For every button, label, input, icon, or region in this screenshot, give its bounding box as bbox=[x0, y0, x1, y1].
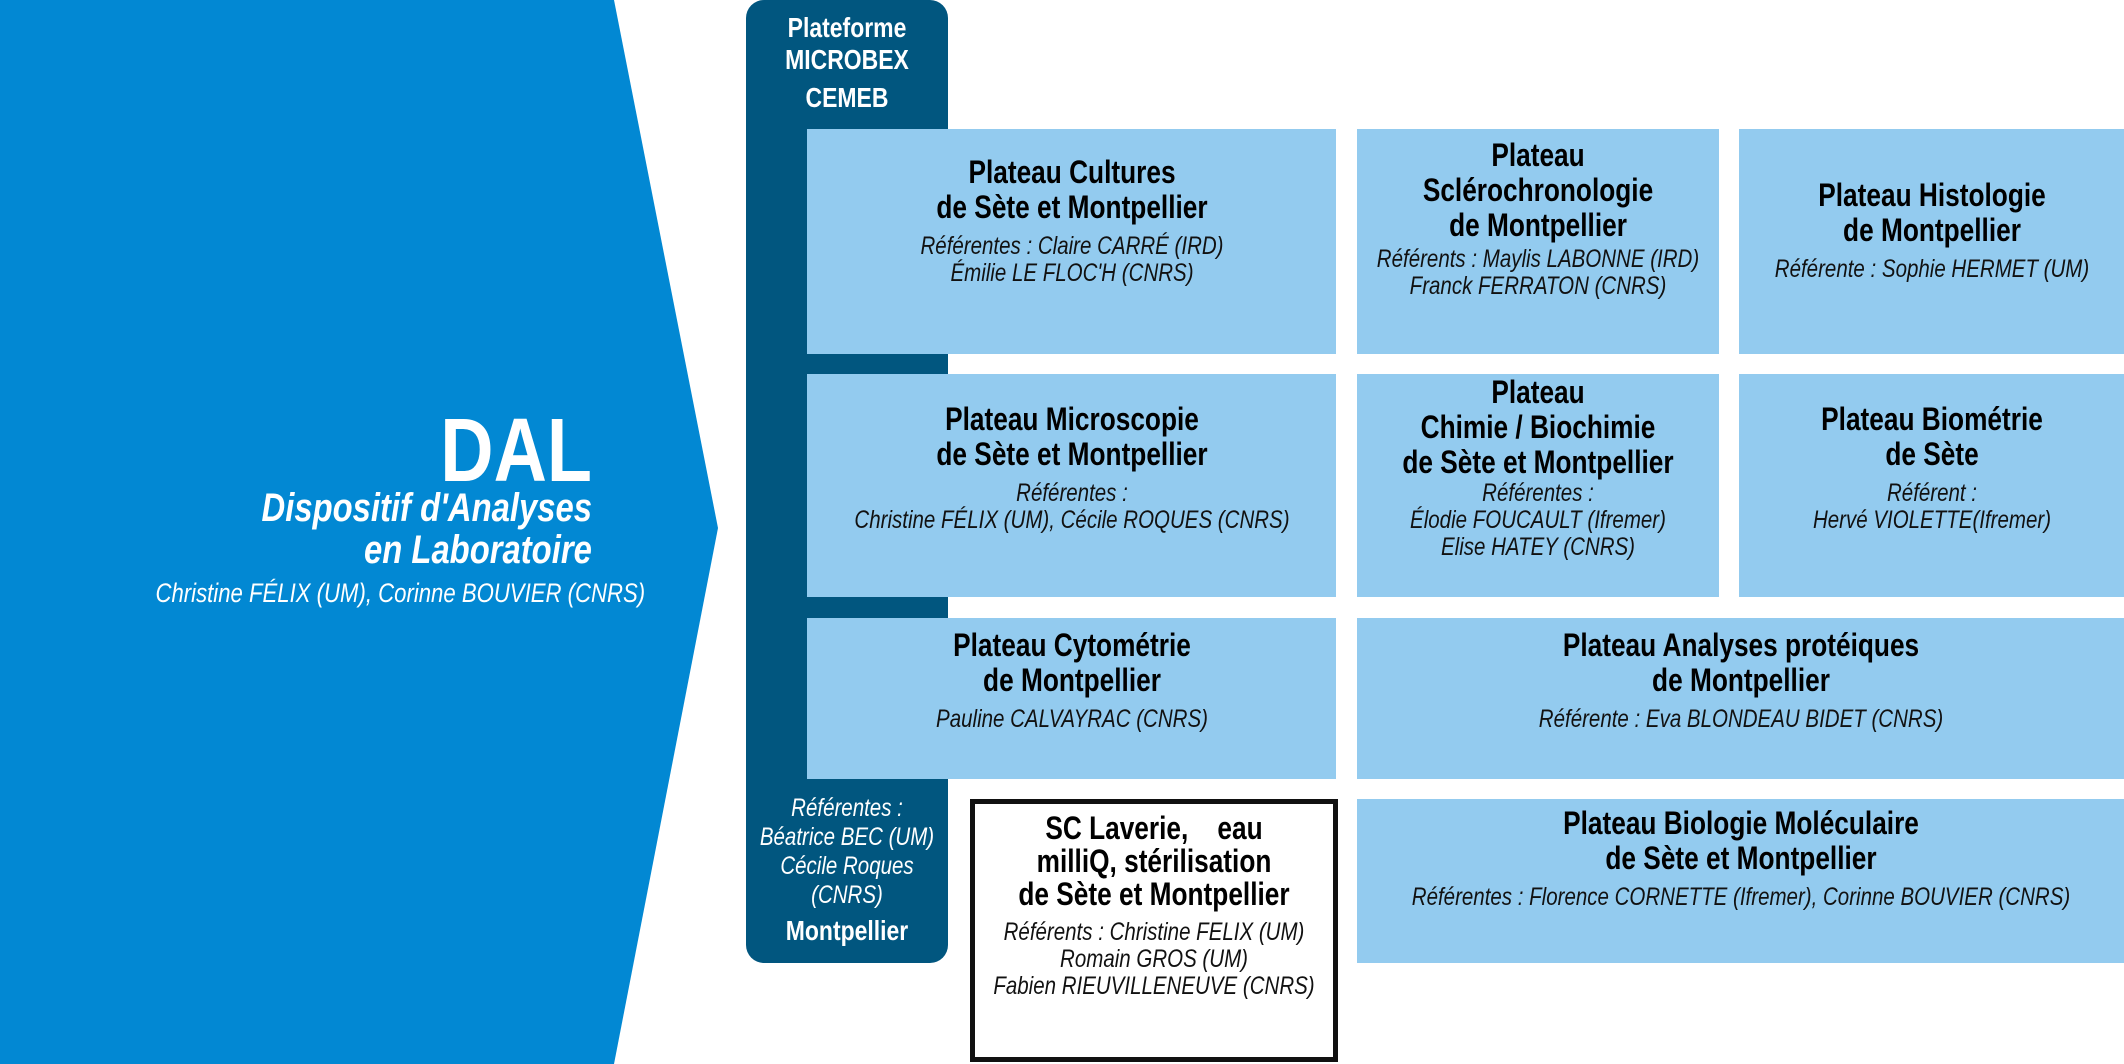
plateau-referents: Elise HATEY (CNRS) bbox=[1440, 533, 1636, 561]
plateau-title: de Montpellier bbox=[1651, 662, 1830, 698]
dal-acronym: DAL bbox=[440, 401, 592, 501]
service-title: SC Laverie, eau bbox=[1045, 810, 1263, 846]
plateau-referents: Élodie FOUCAULT (Ifremer) bbox=[1410, 506, 1666, 534]
plateau-title: Chimie / Biochimie bbox=[1420, 409, 1656, 445]
plateau-biologie-moleculaire: Plateau Biologie Moléculaire de Sète et … bbox=[1357, 799, 2124, 963]
plateau-cultures: Plateau Cultures de Sète et Montpellier … bbox=[807, 129, 1336, 354]
platform-ref-1: Référentes : bbox=[791, 794, 903, 822]
platform-ref-2: Béatrice BEC (UM) bbox=[759, 823, 935, 851]
plateau-microscopie: Plateau Microscopie de Sète et Montpelli… bbox=[807, 374, 1336, 597]
platform-title-3: CEMEB bbox=[805, 82, 889, 113]
plateau-title: de Sète et Montpellier bbox=[935, 189, 1208, 225]
plateau-referents: Référente : Eva BLONDEAU BIDET (CNRS) bbox=[1538, 705, 1943, 733]
dal-name-line-2: en Laboratoire bbox=[364, 528, 592, 572]
plateau-analyses-proteiques: Plateau Analyses protéiques de Montpelli… bbox=[1357, 618, 2124, 779]
platform-site: Montpellier bbox=[785, 915, 909, 946]
plateau-title: Plateau Biologie Moléculaire bbox=[1562, 805, 1919, 841]
service-title: de Sète et Montpellier bbox=[1018, 876, 1290, 912]
plateau-referents: Référentes : Claire CARRÉ (IRD) bbox=[919, 232, 1224, 260]
dal-name-line-1: Dispositif d'Analyses bbox=[261, 486, 592, 530]
plateau-title: Plateau Cytométrie bbox=[952, 627, 1191, 663]
plateau-referents: Référents : Maylis LABONNE (IRD) bbox=[1376, 245, 1700, 273]
service-referents: Romain GROS (UM) bbox=[1060, 945, 1248, 973]
plateau-referents: Référente : Sophie HERMET (UM) bbox=[1774, 255, 2089, 283]
plateau-referents: Christine FÉLIX (UM), Cécile ROQUES (CNR… bbox=[853, 506, 1290, 534]
plateau-referents: Référent : bbox=[1886, 479, 1977, 507]
platform-title-2: MICROBEX bbox=[785, 44, 909, 75]
plateau-title: Plateau bbox=[1491, 137, 1585, 173]
plateau-title: Sclérochronologie bbox=[1422, 172, 1654, 208]
plateau-sclerochronologie: Plateau Sclérochronologie de Montpellier… bbox=[1357, 129, 1719, 354]
plateau-chimie-biochimie: Plateau Chimie / Biochimie de Sète et Mo… bbox=[1357, 374, 1719, 597]
plateau-title: de Sète et Montpellier bbox=[1402, 444, 1674, 480]
plateau-title: Plateau Analyses protéiques bbox=[1562, 627, 1919, 663]
plateau-referents: Pauline CALVAYRAC (CNRS) bbox=[935, 705, 1208, 733]
plateau-title: de Montpellier bbox=[982, 662, 1161, 698]
plateau-referents: Référentes : Florence CORNETTE (Ifremer)… bbox=[1411, 883, 2070, 911]
plateau-title: Plateau Histologie bbox=[1817, 177, 2046, 213]
plateau-referents: Référentes : bbox=[1482, 479, 1594, 507]
plateau-referents: Franck FERRATON (CNRS) bbox=[1409, 272, 1667, 300]
service-title: milliQ, stérilisation bbox=[1036, 843, 1272, 879]
platform-title-1: Plateforme bbox=[787, 12, 907, 43]
plateau-title: de Sète et Montpellier bbox=[1604, 840, 1877, 876]
plateau-referents: Référentes : bbox=[1015, 479, 1128, 507]
service-referents: Référents : Christine FELIX (UM) bbox=[1003, 918, 1305, 946]
service-referents: Fabien RIEUVILLENEUVE (CNRS) bbox=[993, 972, 1315, 1000]
plateau-histologie: Plateau Histologie de Montpellier Référe… bbox=[1739, 129, 2124, 354]
plateau-title: Plateau Microscopie bbox=[944, 401, 1199, 437]
plateau-referents: Hervé VIOLETTE(Ifremer) bbox=[1812, 506, 2051, 534]
service-laverie: SC Laverie, eau milliQ, stérilisation de… bbox=[970, 799, 1338, 1062]
plateau-cytometrie: Plateau Cytométrie de Montpellier Paulin… bbox=[807, 618, 1336, 779]
plateau-title: Plateau Cultures bbox=[967, 154, 1176, 190]
dal-leads: Christine FÉLIX (UM), Corinne BOUVIER (C… bbox=[155, 578, 645, 608]
plateau-title: de Sète et Montpellier bbox=[935, 436, 1208, 472]
plateau-title: de Montpellier bbox=[1842, 212, 2021, 248]
plateau-biometrie: Plateau Biométrie de Sète Référent : Her… bbox=[1739, 374, 2124, 597]
plateau-title: Plateau bbox=[1491, 374, 1585, 410]
plateau-title: Plateau Biométrie bbox=[1820, 401, 2043, 437]
platform-ref-4: (CNRS) bbox=[811, 881, 883, 909]
plateau-title: de Montpellier bbox=[1449, 207, 1627, 243]
plateau-referents: Émilie LE FLOC'H (CNRS) bbox=[949, 259, 1194, 287]
plateau-title: de Sète bbox=[1884, 436, 1979, 472]
platform-ref-3: Cécile Roques bbox=[780, 852, 914, 880]
